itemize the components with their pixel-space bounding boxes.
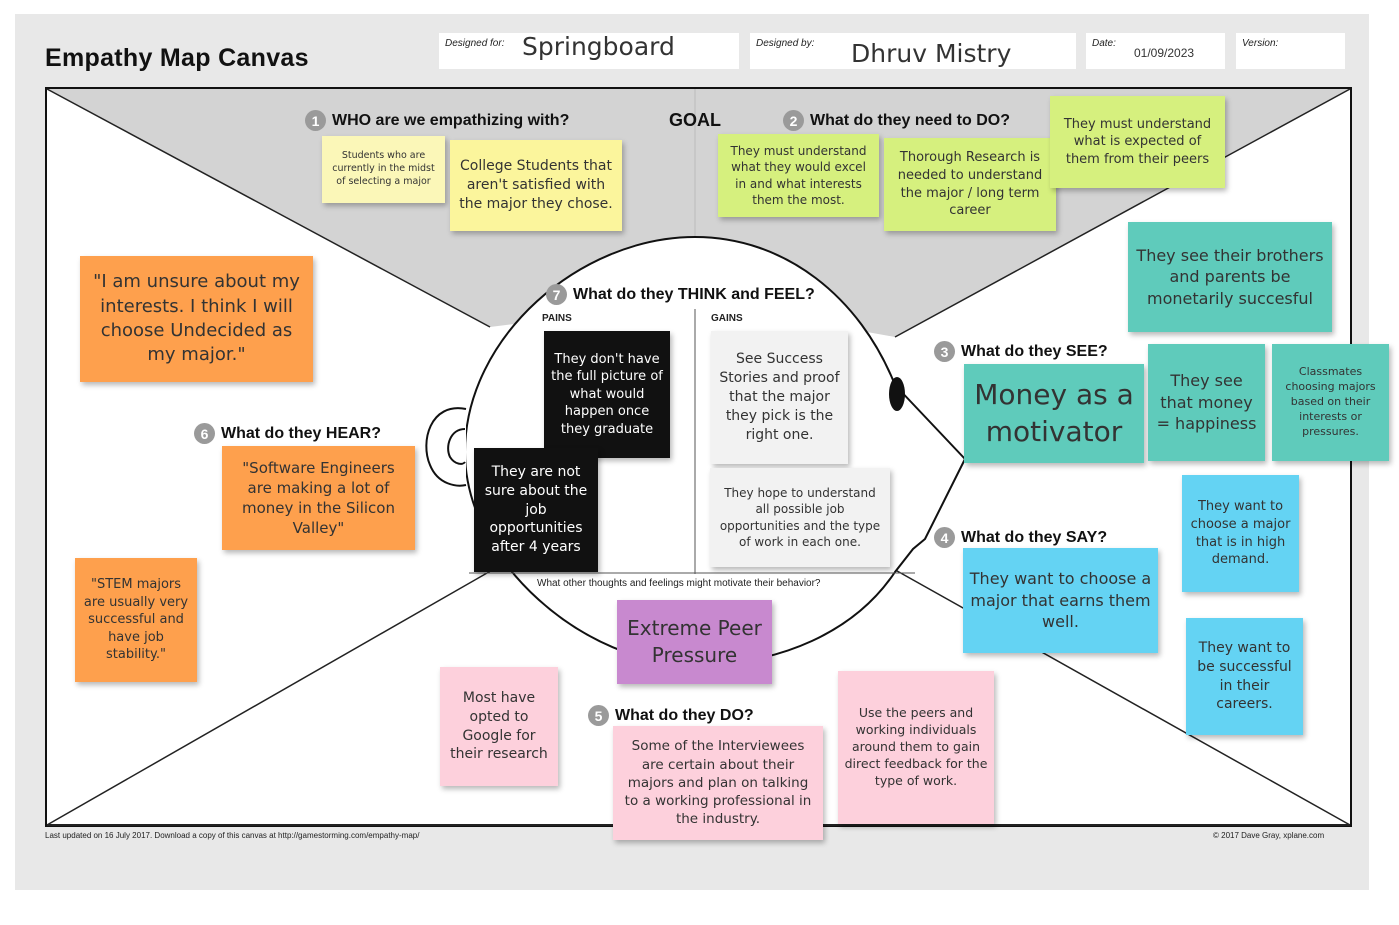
page-title: Empathy Map Canvas	[45, 44, 309, 72]
footer-left: Last updated on 16 July 2017. Download a…	[45, 831, 420, 840]
sticky-note[interactable]: Use the peers and working individuals ar…	[838, 671, 994, 824]
sticky-note[interactable]: They want to be successful in their care…	[1186, 618, 1303, 735]
section-see-title: What do they SEE?	[961, 342, 1108, 360]
section-say: 4 What do they SAY?	[934, 527, 1107, 548]
eye-icon	[889, 377, 905, 411]
sticky-note[interactable]: They must understand what is expected of…	[1050, 96, 1225, 188]
footer-right: © 2017 Dave Gray, xplane.com	[1213, 831, 1325, 840]
sticky-note[interactable]: They are not sure about the job opportun…	[474, 448, 598, 572]
ear-icon	[425, 407, 467, 487]
designed-for-field[interactable]: Designed for: Springboard	[439, 32, 739, 69]
sticky-note[interactable]: They want to choose a major that earns t…	[963, 548, 1158, 653]
step-badge: 5	[588, 705, 609, 726]
sticky-note[interactable]: College Students that aren't satisfied w…	[450, 140, 622, 231]
gains-label: GAINS	[711, 313, 743, 324]
version-field[interactable]: Version:	[1236, 33, 1345, 69]
sticky-note[interactable]: They see their brothers and parents be m…	[1128, 222, 1332, 332]
designed-by-label: Designed by:	[756, 38, 815, 49]
section-who: 1 WHO are we empathizing with?	[305, 110, 569, 131]
diagonal-top-right	[894, 88, 1351, 338]
section-hear: 6 What do they HEAR?	[194, 423, 381, 444]
section-say-title: What do they SAY?	[961, 528, 1108, 546]
section-think-feel: 7 What do they THINK and FEEL?	[546, 284, 815, 305]
sticky-note[interactable]: They see that money = happiness	[1148, 344, 1265, 461]
goal-label: GOAL	[669, 110, 721, 130]
date-field[interactable]: Date: 01/09/2023	[1086, 33, 1225, 69]
sticky-note[interactable]: Students who are currently in the midst …	[322, 136, 445, 203]
sticky-note[interactable]: Extreme Peer Pressure	[617, 600, 772, 684]
section-who-title: WHO are we empathizing with?	[332, 111, 570, 129]
designed-for-value: Springboard	[522, 32, 675, 61]
sticky-note[interactable]: Most have opted to Google for their rese…	[440, 667, 558, 786]
sticky-note[interactable]: Some of the Interviewees are certain abo…	[613, 726, 823, 840]
sticky-note[interactable]: "Software Engineers are making a lot of …	[222, 446, 415, 550]
section-think-title: What do they THINK and FEEL?	[573, 285, 815, 303]
sticky-note[interactable]: They must understand what they would exc…	[718, 134, 879, 217]
version-label: Version:	[1242, 38, 1279, 49]
section-need-do-title: What do they need to DO?	[810, 111, 1010, 129]
sticky-note[interactable]: They don't have the full picture of what…	[544, 331, 670, 458]
section-need-do: 2 What do they need to DO?	[783, 110, 1010, 131]
sticky-note[interactable]: Thorough Research is needed to understan…	[884, 138, 1056, 231]
sticky-note[interactable]: "I am unsure about my interests. I think…	[80, 256, 313, 382]
sticky-note[interactable]: They want to choose a major that is in h…	[1182, 475, 1299, 592]
section-see: 3 What do they SEE?	[934, 341, 1108, 362]
designed-by-field[interactable]: Designed by: Dhruv Mistry	[750, 33, 1076, 69]
sticky-note[interactable]: Money as a motivator	[964, 364, 1144, 463]
sticky-note[interactable]: They hope to understand all possible job…	[710, 468, 890, 567]
sticky-note[interactable]: See Success Stories and proof that the m…	[711, 331, 848, 464]
date-label: Date:	[1092, 38, 1116, 49]
step-badge: 3	[934, 341, 955, 362]
step-badge: 6	[194, 423, 215, 444]
designed-for-label: Designed for:	[445, 38, 505, 49]
step-badge: 1	[305, 110, 326, 131]
diagonal-top-left	[46, 88, 491, 328]
sticky-note[interactable]: Classmates choosing majors based on thei…	[1272, 344, 1389, 461]
sticky-note[interactable]: "STEM majors are usually very successful…	[75, 558, 197, 682]
motivate-question: What other thoughts and feelings might m…	[537, 578, 821, 589]
section-do-title: What do they DO?	[615, 706, 754, 724]
section-hear-title: What do they HEAR?	[221, 424, 381, 442]
section-do: 5 What do they DO?	[588, 705, 754, 726]
step-badge: 4	[934, 527, 955, 548]
step-badge: 7	[546, 284, 567, 305]
diagonal-bottom-left	[46, 556, 516, 826]
date-value: 01/09/2023	[1134, 46, 1195, 60]
pains-label: PAINS	[542, 313, 572, 324]
step-badge: 2	[783, 110, 804, 131]
designed-by-value: Dhruv Mistry	[851, 39, 1012, 68]
